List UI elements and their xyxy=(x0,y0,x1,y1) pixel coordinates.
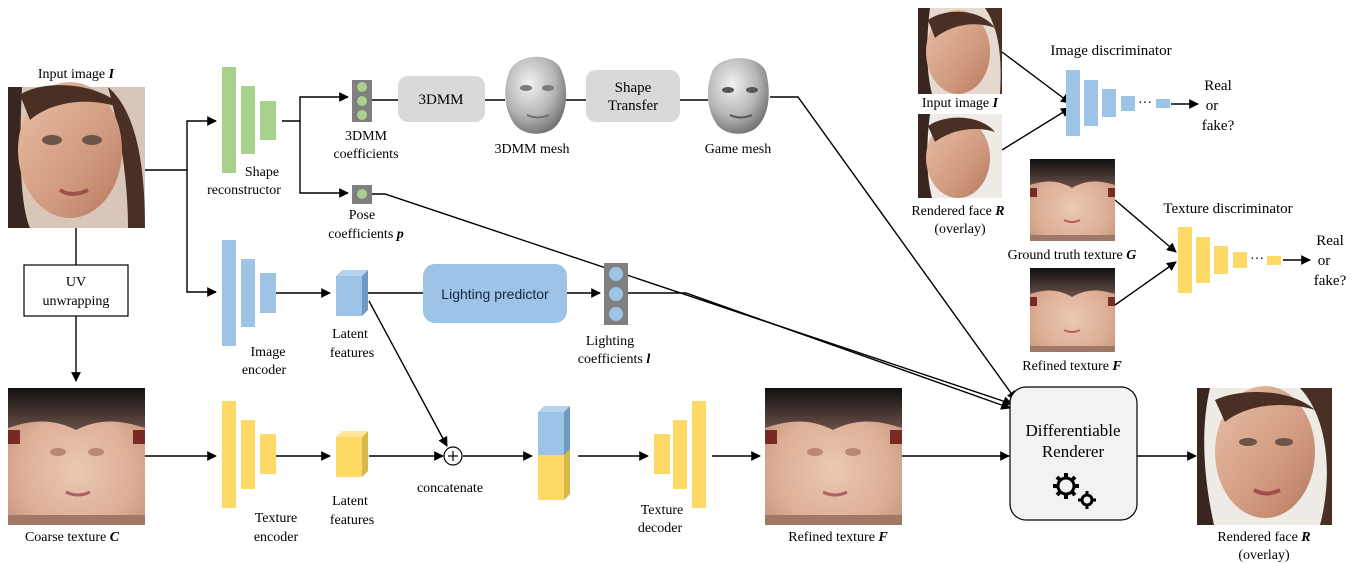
real2-label-3: fake? xyxy=(1314,273,1347,289)
texture-discriminator-block xyxy=(1178,227,1281,293)
latent-label-1: Latent xyxy=(332,327,368,342)
rendered-face-image xyxy=(1197,386,1332,525)
disc-rendered-label-2: (overlay) xyxy=(934,222,986,237)
rendered-face-label-2: (overlay) xyxy=(1238,548,1290,563)
texture-discriminator-dots: ··· xyxy=(1250,252,1264,267)
connectors xyxy=(71,51,1311,461)
rendered-face-label-1: Rendered face R xyxy=(1217,530,1310,545)
latent-features-cube-blue xyxy=(336,270,368,316)
3dmm-box xyxy=(398,76,485,122)
gears-icon xyxy=(1053,473,1096,509)
image-encoder-block xyxy=(222,240,276,346)
pose-coefficients-vector xyxy=(352,185,372,204)
texture-encoder-label-2: encoder xyxy=(254,530,299,545)
texture-encoder-block xyxy=(222,401,276,508)
concatenate-label: concatenate xyxy=(417,481,483,496)
disc-rendered-label-1: Rendered face R xyxy=(911,204,1004,219)
uv-label-1: UV xyxy=(66,275,86,290)
uv-unwrapping-box xyxy=(23,264,129,317)
real2-label-2: or xyxy=(1318,253,1331,269)
lighting-predictor-box xyxy=(423,264,567,323)
latent-b-label-2: features xyxy=(330,513,374,528)
coarse-texture-label: Coarse texture C xyxy=(25,530,120,545)
concatenated-feature-block xyxy=(538,406,570,500)
refined-texture-small-image xyxy=(1030,268,1115,352)
latent-b-label-1: Latent xyxy=(332,494,368,509)
latent-label-2: features xyxy=(330,346,374,361)
image-discriminator-dots: ··· xyxy=(1138,96,1152,111)
differentiable-renderer-box xyxy=(1009,386,1138,521)
3dmm-mesh-label: 3DMM mesh xyxy=(494,142,569,157)
3dmm-mesh-render xyxy=(505,56,567,134)
input-image-label: Input image I xyxy=(38,67,115,82)
disc-input-image xyxy=(918,8,1002,94)
shape-transfer-label-2: Transfer xyxy=(608,98,658,114)
image-discriminator-block xyxy=(1066,70,1170,136)
input-image-photo xyxy=(8,82,145,228)
renderer-label-2: Renderer xyxy=(1042,442,1105,461)
real-label-1: Real xyxy=(1204,78,1232,94)
lighting-coeff-label-2: coefficients l xyxy=(578,352,651,367)
real-label-2: or xyxy=(1206,98,1219,114)
refined-texture-label: Refined texture F xyxy=(788,530,888,545)
game-mesh-label: Game mesh xyxy=(705,142,771,157)
image-encoder-label-2: encoder xyxy=(242,363,287,378)
image-discriminator-title: Image discriminator xyxy=(1050,43,1171,59)
texture-decoder-label-1: Texture xyxy=(641,503,684,518)
shape-transfer-box xyxy=(586,70,680,122)
shape-transfer-label-1: Shape xyxy=(615,80,652,96)
3dmm-box-label: 3DMM xyxy=(418,92,463,108)
game-mesh-render xyxy=(707,58,769,134)
ground-truth-texture-image xyxy=(1030,159,1115,241)
latent-features-cube-yellow xyxy=(336,431,368,477)
refined-texture-image xyxy=(765,388,902,525)
refined-small-label: Refined texture F xyxy=(1022,359,1122,374)
disc-input-label: Input image I xyxy=(922,96,999,111)
shape-reconstructor-label-1: Shape xyxy=(245,165,279,180)
shape-reconstructor-block xyxy=(222,67,276,173)
lighting-coeff-label-1: Lighting xyxy=(586,334,634,349)
plus-circle-icon xyxy=(443,446,463,466)
pose-label-2: coefficients p xyxy=(328,227,404,242)
shape-reconstructor-label-2: reconstructor xyxy=(207,183,281,198)
texture-decoder-block xyxy=(654,401,706,508)
real-label-3: fake? xyxy=(1202,118,1235,134)
ground-truth-label: Ground truth texture G xyxy=(1008,248,1137,263)
pose-label-1: Pose xyxy=(349,208,375,223)
texture-encoder-label-1: Texture xyxy=(255,511,298,526)
3dmm-coefficients-label-2: coefficients xyxy=(333,147,398,162)
coarse-texture-image xyxy=(8,388,145,525)
3dmm-coefficients-vector xyxy=(352,80,372,122)
lighting-predictor-label: Lighting predictor xyxy=(441,286,549,302)
texture-discriminator-title: Texture discriminator xyxy=(1163,201,1292,217)
texture-decoder-label-2: decoder xyxy=(638,521,683,536)
3dmm-coefficients-label-1: 3DMM xyxy=(345,129,388,144)
disc-rendered-image xyxy=(918,114,1002,198)
real2-label-1: Real xyxy=(1316,233,1344,249)
lighting-coefficients-vector xyxy=(604,263,628,325)
image-encoder-label-1: Image xyxy=(251,345,286,360)
uv-label-2: unwrapping xyxy=(43,294,110,309)
renderer-label-1: Differentiable xyxy=(1025,421,1120,440)
